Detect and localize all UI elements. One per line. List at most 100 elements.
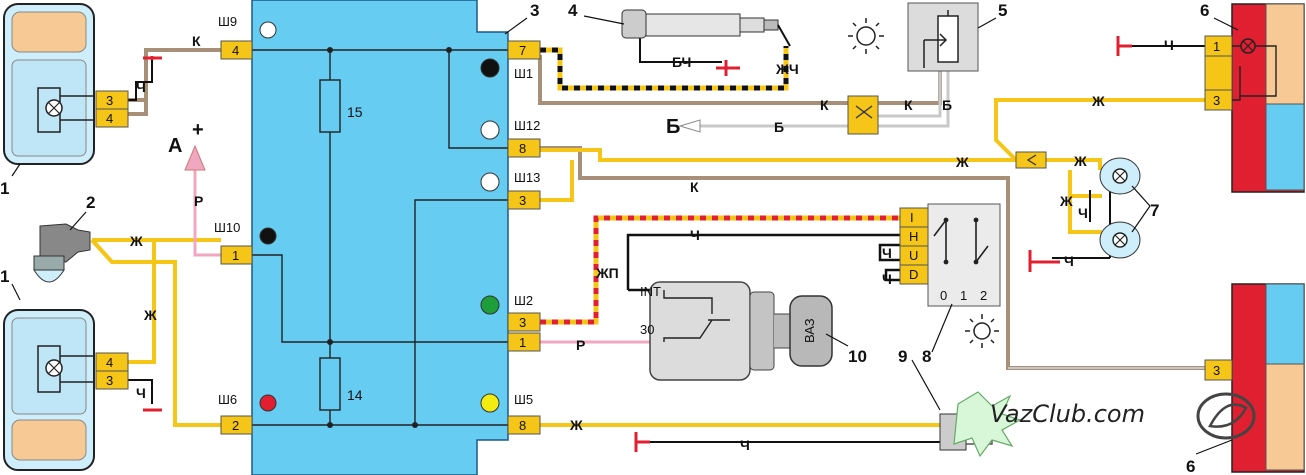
ignition-pin-int: INT	[640, 284, 661, 299]
wire-k-headlamp: К	[192, 33, 201, 49]
rear-lamp-top-pin-1: 1	[1213, 39, 1220, 54]
socket-sh12: Ш12	[514, 118, 540, 133]
arrow-b-label: Б	[666, 116, 680, 138]
wire-ch-connector9: Ч	[740, 437, 750, 453]
wire-b-right: Б	[942, 97, 952, 113]
light-switch-8: I H U D 0 1 2	[899, 203, 1001, 348]
socket-sh1: Ш1	[514, 66, 533, 81]
socket-sh10: Ш10	[214, 220, 240, 235]
headlamp-top-pin-3: 3	[106, 93, 113, 108]
socket-sh13: Ш13	[514, 170, 540, 185]
wire-r-ignition: Р	[576, 337, 585, 353]
watermark-text: VazClub.com	[990, 400, 1145, 428]
wire-ch-switch-d: Ч	[882, 271, 892, 287]
fuse-14-label: 14	[347, 387, 363, 403]
headlamp-top: 3 4	[3, 3, 129, 165]
wire-labels: К Ч Ж Ж Ч БЧ ЖЧ К К Б Б Ж Ж Ж К Ч Ж Ч Ч …	[129, 33, 1174, 453]
socket-sh2: Ш2	[514, 293, 533, 308]
pin-3-sh2: 3	[519, 315, 526, 330]
callout-6-bottom: 6	[1186, 457, 1195, 475]
pin-7: 7	[519, 43, 526, 58]
socket-indicators	[259, 21, 500, 413]
wire-ch-rear-lamp: Ч	[1164, 37, 1174, 53]
wire-zh-plate: Ж	[1073, 153, 1087, 169]
wire-zh-headlamp-bottom: Ж	[143, 307, 157, 323]
callout-6-top: 6	[1200, 1, 1209, 20]
callout-1-top: 1	[0, 179, 9, 198]
pin-4-sh9: 4	[232, 43, 239, 58]
wire-zhch: ЖЧ	[775, 61, 799, 77]
wire-ch-headlamp-top: Ч	[136, 79, 146, 95]
fuse-14: 14	[319, 357, 363, 411]
headlamp-top-pin-4: 4	[106, 111, 113, 126]
wire-zh-sensor: Ж	[129, 233, 143, 249]
wire-ch-switch: Ч	[690, 227, 700, 243]
mounting-block	[251, 0, 509, 475]
callout-4: 4	[568, 1, 578, 20]
headlamp-bottom-pin-4: 4	[106, 355, 113, 370]
wire-k-center: К	[820, 97, 829, 113]
switch-pin-u: U	[909, 248, 918, 263]
callout-1-bottom: 1	[0, 267, 9, 286]
callout-10: 10	[848, 347, 867, 366]
switch-pin-i: I	[910, 210, 914, 225]
wire-zh-right: Ж	[955, 154, 969, 170]
callout-9: 9	[898, 347, 907, 366]
pin-8-top: 8	[519, 141, 526, 156]
sensor-4	[621, 9, 791, 47]
plate-lamps	[1015, 151, 1141, 259]
wire-ch-plate-ground: Ч	[1064, 253, 1074, 269]
callout-5: 5	[998, 1, 1007, 20]
wire-zh-connector9: Ж	[569, 417, 583, 433]
switch-pin-d: D	[909, 267, 918, 282]
block-pins: 4 7 8 3 1 3 1 2 8	[220, 40, 541, 435]
pin-1-sh10: 1	[232, 248, 239, 263]
wire-zhp: ЖП	[595, 265, 619, 281]
rear-lamp-bottom-pin-3: 3	[1213, 363, 1220, 378]
fuse-15-label: 15	[347, 104, 363, 120]
pin-2-sh6: 2	[232, 418, 239, 433]
wire-ch-headlamp-bottom: Ч	[136, 385, 146, 401]
socket-sh9: Ш9	[218, 14, 237, 29]
wire-k-bottom-lamp: К	[690, 179, 699, 195]
socket-sh5: Ш5	[514, 392, 533, 407]
sensor-5	[848, 2, 979, 72]
arrow-a-plus: +	[192, 119, 204, 141]
rear-lamp-bottom: 3	[1204, 283, 1305, 473]
switch-position-0: 0	[940, 288, 947, 303]
callouts	[11, 15, 1239, 455]
sensor-2	[33, 223, 91, 283]
callout-labels: 1 1 2 3 4 5 6 7 8 9 10 6	[0, 1, 1209, 475]
wire-k-sensor5: К	[904, 97, 913, 113]
switch-position-2: 2	[980, 288, 987, 303]
wire-bch: БЧ	[672, 54, 691, 70]
arrow-b: Б	[666, 116, 701, 138]
ignition-pin-30: 30	[640, 322, 654, 337]
rear-lamp-top-pin-3: 3	[1213, 93, 1220, 108]
wire-ch-switch-h: Ч	[882, 245, 892, 261]
ignition-switch-10: ВАЗ INT 30	[640, 281, 833, 381]
socket-labels: Ш9 Ш1 Ш12 Ш13 Ш10 Ш2 Ш6 Ш5	[214, 14, 540, 407]
wire-ch-plate-a: Ч	[1078, 205, 1088, 221]
arrow-a: А +	[168, 119, 206, 171]
connector-kb	[847, 95, 879, 135]
key-brand: ВАЗ	[802, 318, 817, 343]
pin-1-sh2: 1	[519, 335, 526, 350]
wire-zh-plate-lower: Ж	[1059, 193, 1073, 209]
wire-r-arrow: Р	[194, 193, 203, 209]
fuse-15: 15	[319, 79, 363, 133]
socket-sh6: Ш6	[218, 392, 237, 407]
connector-9	[939, 391, 1022, 458]
pin-3-sh13: 3	[519, 193, 526, 208]
arrow-a-label: А	[168, 135, 182, 157]
wire-zh-rear-lamp: Ж	[1091, 93, 1105, 109]
switch-position-1: 1	[960, 288, 967, 303]
callout-8: 8	[922, 347, 931, 366]
callout-7: 7	[1150, 201, 1159, 220]
callout-3: 3	[530, 1, 539, 20]
rear-lamp-top: 1 3	[1204, 3, 1305, 193]
headlamp-bottom: 4 3	[3, 309, 129, 471]
watermark-logo: VazClub.com	[990, 392, 1256, 440]
wire-b-left: Б	[774, 119, 784, 135]
pin-8-sh5: 8	[519, 418, 526, 433]
